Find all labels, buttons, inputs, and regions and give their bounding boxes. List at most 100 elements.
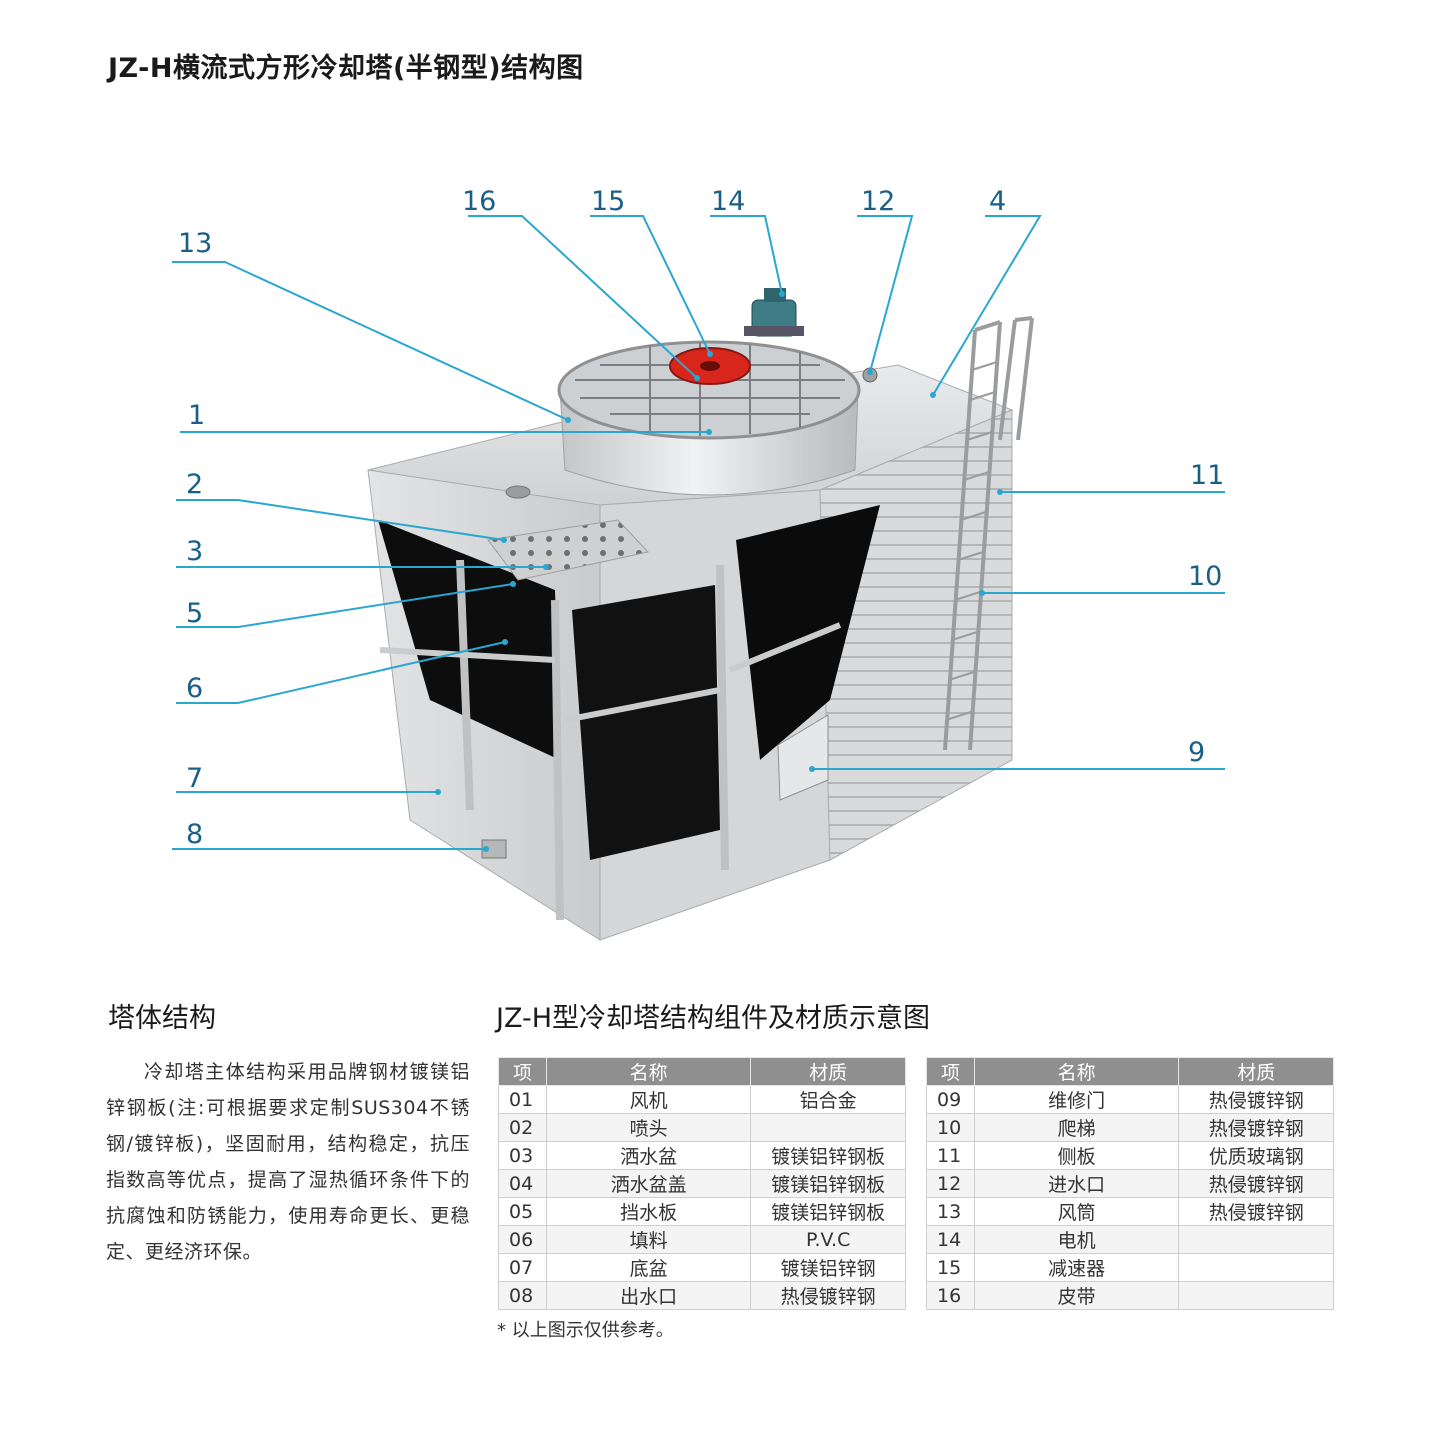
leader-6 (176, 641, 506, 704)
part-name: 底盆 (545, 1253, 752, 1282)
part-name: 出水口 (545, 1281, 752, 1310)
table-row: 16 皮带 (926, 1281, 1334, 1310)
frame-posts (456, 559, 729, 921)
table-row: 05 挡水板 镀镁铝锌钢板 (498, 1197, 906, 1226)
fan-hub-center (700, 361, 720, 371)
callout-4: 4 (989, 186, 1006, 217)
part-material: 热侵镀锌钢 (1178, 1113, 1334, 1142)
callout-7: 7 (186, 763, 203, 794)
header-item-no: 项 (498, 1057, 547, 1086)
part-material: 热侵镀锌钢 (1178, 1197, 1334, 1226)
callout-8: 8 (186, 819, 203, 850)
part-no: 04 (498, 1169, 547, 1198)
table-row: 12 进水口 热侵镀锌钢 (926, 1169, 1334, 1198)
leader-5 (176, 583, 514, 628)
fill-pack-front (572, 585, 720, 860)
part-material: 优质玻璃钢 (1178, 1141, 1334, 1170)
structure-description: 冷却塔主体结构采用品牌钢材镀镁铝锌钢板(注:可根据要求定制SUS304不锈钢/镀… (106, 1061, 470, 1263)
footnote: * 以上图示仅供参考。 (497, 1320, 674, 1341)
page-title: JZ-H横流式方形冷却塔(半钢型)结构图 (108, 53, 584, 84)
callout-6: 6 (186, 673, 203, 704)
header-name: 名称 (545, 1057, 752, 1086)
part-name: 爬梯 (973, 1113, 1180, 1142)
part-no: 03 (498, 1141, 547, 1170)
part-no: 01 (498, 1085, 547, 1114)
part-no: 02 (498, 1113, 547, 1142)
parts-table-left: 项 名称 材质 01 风机 铝合金 02 喷头 03 洒水盆 镀镁铝锌钢板 04… (498, 1057, 906, 1310)
callout-5: 5 (186, 598, 203, 629)
leader-13 (172, 261, 569, 421)
part-material (1178, 1225, 1334, 1254)
part-material (1178, 1253, 1334, 1282)
part-material: 镀镁铝锌钢板 (750, 1169, 906, 1198)
callout-9: 9 (1188, 737, 1205, 768)
callout-10: 10 (1188, 561, 1222, 592)
header-material: 材质 (1178, 1057, 1334, 1086)
part-name: 风筒 (973, 1197, 1180, 1226)
inlet-pipe (505, 485, 531, 499)
callout-13: 13 (178, 228, 212, 259)
part-material: 铝合金 (750, 1085, 906, 1114)
maintenance-door (777, 714, 829, 801)
table-row: 07 底盆 镀镁铝锌钢 (498, 1253, 906, 1282)
part-name: 减速器 (973, 1253, 1180, 1282)
table-row: 13 风筒 热侵镀锌钢 (926, 1197, 1334, 1226)
part-name: 洒水盆 (545, 1141, 752, 1170)
part-name: 风机 (545, 1085, 752, 1114)
part-name: 皮带 (973, 1281, 1180, 1310)
leader-2 (176, 499, 505, 541)
fan-stack (557, 288, 878, 496)
callout-12: 12 (861, 186, 895, 217)
table-row: 10 爬梯 热侵镀锌钢 (926, 1113, 1334, 1142)
part-name: 电机 (973, 1225, 1180, 1254)
table-row: 04 洒水盆盖 镀镁铝锌钢板 (498, 1169, 906, 1198)
callout-16: 16 (462, 186, 496, 217)
fill-pack-left (378, 520, 560, 760)
part-no: 07 (498, 1253, 547, 1282)
table-row: 15 减速器 (926, 1253, 1334, 1282)
part-no: 09 (926, 1085, 975, 1114)
table-row: 06 填料 P.V.C (498, 1225, 906, 1254)
table-row: 01 风机 铝合金 (498, 1085, 906, 1114)
part-no: 13 (926, 1197, 975, 1226)
part-material: 镀镁铝锌钢板 (750, 1141, 906, 1170)
part-material: 热侵镀锌钢 (1178, 1085, 1334, 1114)
parts-table-right: 项 名称 材质 09 维修门 热侵镀锌钢 10 爬梯 热侵镀锌钢 11 侧板 优… (926, 1057, 1334, 1310)
table-title: JZ-H型冷却塔结构组件及材质示意图 (496, 1003, 931, 1034)
leader-15 (590, 215, 711, 355)
table-row: 09 维修门 热侵镀锌钢 (926, 1085, 1334, 1114)
callout-3: 3 (186, 536, 203, 567)
motor (744, 288, 804, 337)
header-name: 名称 (973, 1057, 1180, 1086)
part-no: 05 (498, 1197, 547, 1226)
table-row: 02 喷头 (498, 1113, 906, 1142)
fill-pack-right (736, 505, 880, 760)
leader-12 (857, 215, 914, 373)
part-material: 镀镁铝锌钢 (750, 1253, 906, 1282)
callout-2: 2 (186, 469, 203, 500)
callout-14: 14 (711, 186, 745, 217)
part-material (750, 1113, 906, 1142)
header-item-no: 项 (926, 1057, 975, 1086)
structure-heading: 塔体结构 (108, 1003, 216, 1034)
part-no: 11 (926, 1141, 975, 1170)
part-no: 06 (498, 1225, 547, 1254)
part-name: 填料 (545, 1225, 752, 1254)
part-name: 挡水板 (545, 1197, 752, 1226)
part-no: 10 (926, 1113, 975, 1142)
part-material: 镀镁铝锌钢板 (750, 1197, 906, 1226)
leader-16 (468, 215, 698, 379)
callout-dots (435, 291, 1003, 852)
part-name: 洒水盆盖 (545, 1169, 752, 1198)
part-no: 16 (926, 1281, 975, 1310)
table-row: 08 出水口 热侵镀锌钢 (498, 1281, 906, 1310)
part-material: P.V.C (750, 1225, 906, 1254)
table-row: 03 洒水盆 镀镁铝锌钢板 (498, 1141, 906, 1170)
part-name: 进水口 (973, 1169, 1180, 1198)
part-no: 15 (926, 1253, 975, 1282)
part-name: 喷头 (545, 1113, 752, 1142)
callout-1: 1 (188, 400, 205, 431)
callout-leaders (172, 215, 1225, 850)
part-name: 维修门 (973, 1085, 1180, 1114)
header-material: 材质 (750, 1057, 906, 1086)
